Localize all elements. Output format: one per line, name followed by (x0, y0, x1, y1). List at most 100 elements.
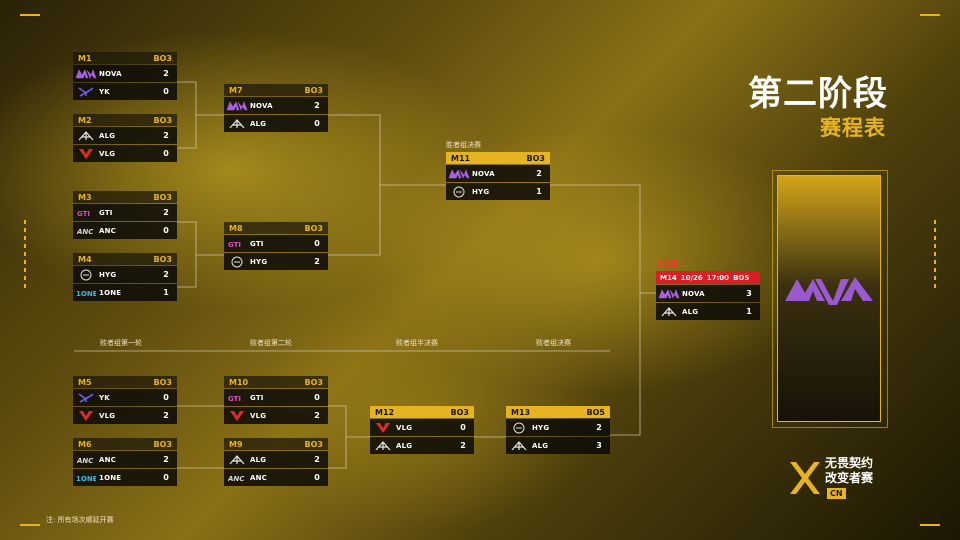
lb-round2-label: 败者组第二轮 (250, 339, 292, 347)
anc-logo-icon: ANC (73, 455, 99, 465)
match-format: BO3 (304, 223, 323, 233)
team-name: ANC (250, 473, 268, 482)
match-format: BO3 (304, 377, 323, 387)
anc-logo-icon: ANC (73, 226, 99, 236)
team-score: 2 (314, 101, 320, 110)
vlg-logo-icon (73, 410, 99, 422)
champion-card (777, 175, 881, 422)
team-name: HYG (472, 187, 490, 196)
match-header: M11 BO3 (446, 152, 550, 164)
team-score: 2 (163, 270, 169, 279)
anc-logo-icon: ANC (224, 473, 250, 483)
page-subtitle: 赛程表 (820, 116, 886, 140)
match-header: M2 BO3 (73, 114, 177, 126)
team-name: NOVA (472, 169, 495, 178)
match-format: BO3 (153, 115, 172, 125)
team-name: GTI (99, 208, 113, 217)
team-score: 2 (596, 423, 602, 432)
team-name: NOVA (250, 101, 273, 110)
side-stripe (24, 220, 26, 290)
brand-name: 无畏契约 改变者赛 (825, 456, 873, 486)
team-score: 0 (314, 239, 320, 248)
match-format: BO3 (304, 439, 323, 449)
team-name: ALG (250, 119, 267, 128)
team-name: ALG (532, 441, 549, 450)
match-time: 17:00 (706, 273, 730, 282)
nova-logo-icon (785, 277, 873, 305)
team-name: 1ONE (99, 288, 122, 297)
match-date: 10/26 (680, 273, 703, 282)
match-id: M4 (78, 254, 92, 264)
team-score: 2 (163, 69, 169, 78)
nova-logo-icon (73, 68, 99, 79)
nova-logo-icon (224, 100, 250, 111)
alg-logo-icon (224, 454, 250, 465)
team-name: ANC (99, 455, 117, 464)
brand-line2: 改变者赛 (825, 471, 874, 485)
match-id: M2 (78, 115, 92, 125)
team-name: VLG (99, 411, 116, 420)
team-name: 1ONE (99, 473, 122, 482)
team-score: 1 (746, 307, 752, 316)
team-name: HYG (250, 257, 268, 266)
team-row[interactable]: NOVA 2 (224, 97, 328, 114)
team-score: 2 (460, 441, 466, 450)
match-id: M14 (660, 273, 677, 282)
match-id: M11 (451, 153, 471, 163)
vlg-logo-icon (73, 148, 99, 160)
team-name: YK (99, 87, 110, 96)
yk-logo-icon (73, 392, 99, 403)
match-format: BO3 (153, 254, 172, 264)
team-score: 0 (314, 393, 320, 402)
match-id: M6 (78, 439, 92, 449)
match-format: BO3 (526, 153, 545, 163)
team-score: 2 (314, 411, 320, 420)
